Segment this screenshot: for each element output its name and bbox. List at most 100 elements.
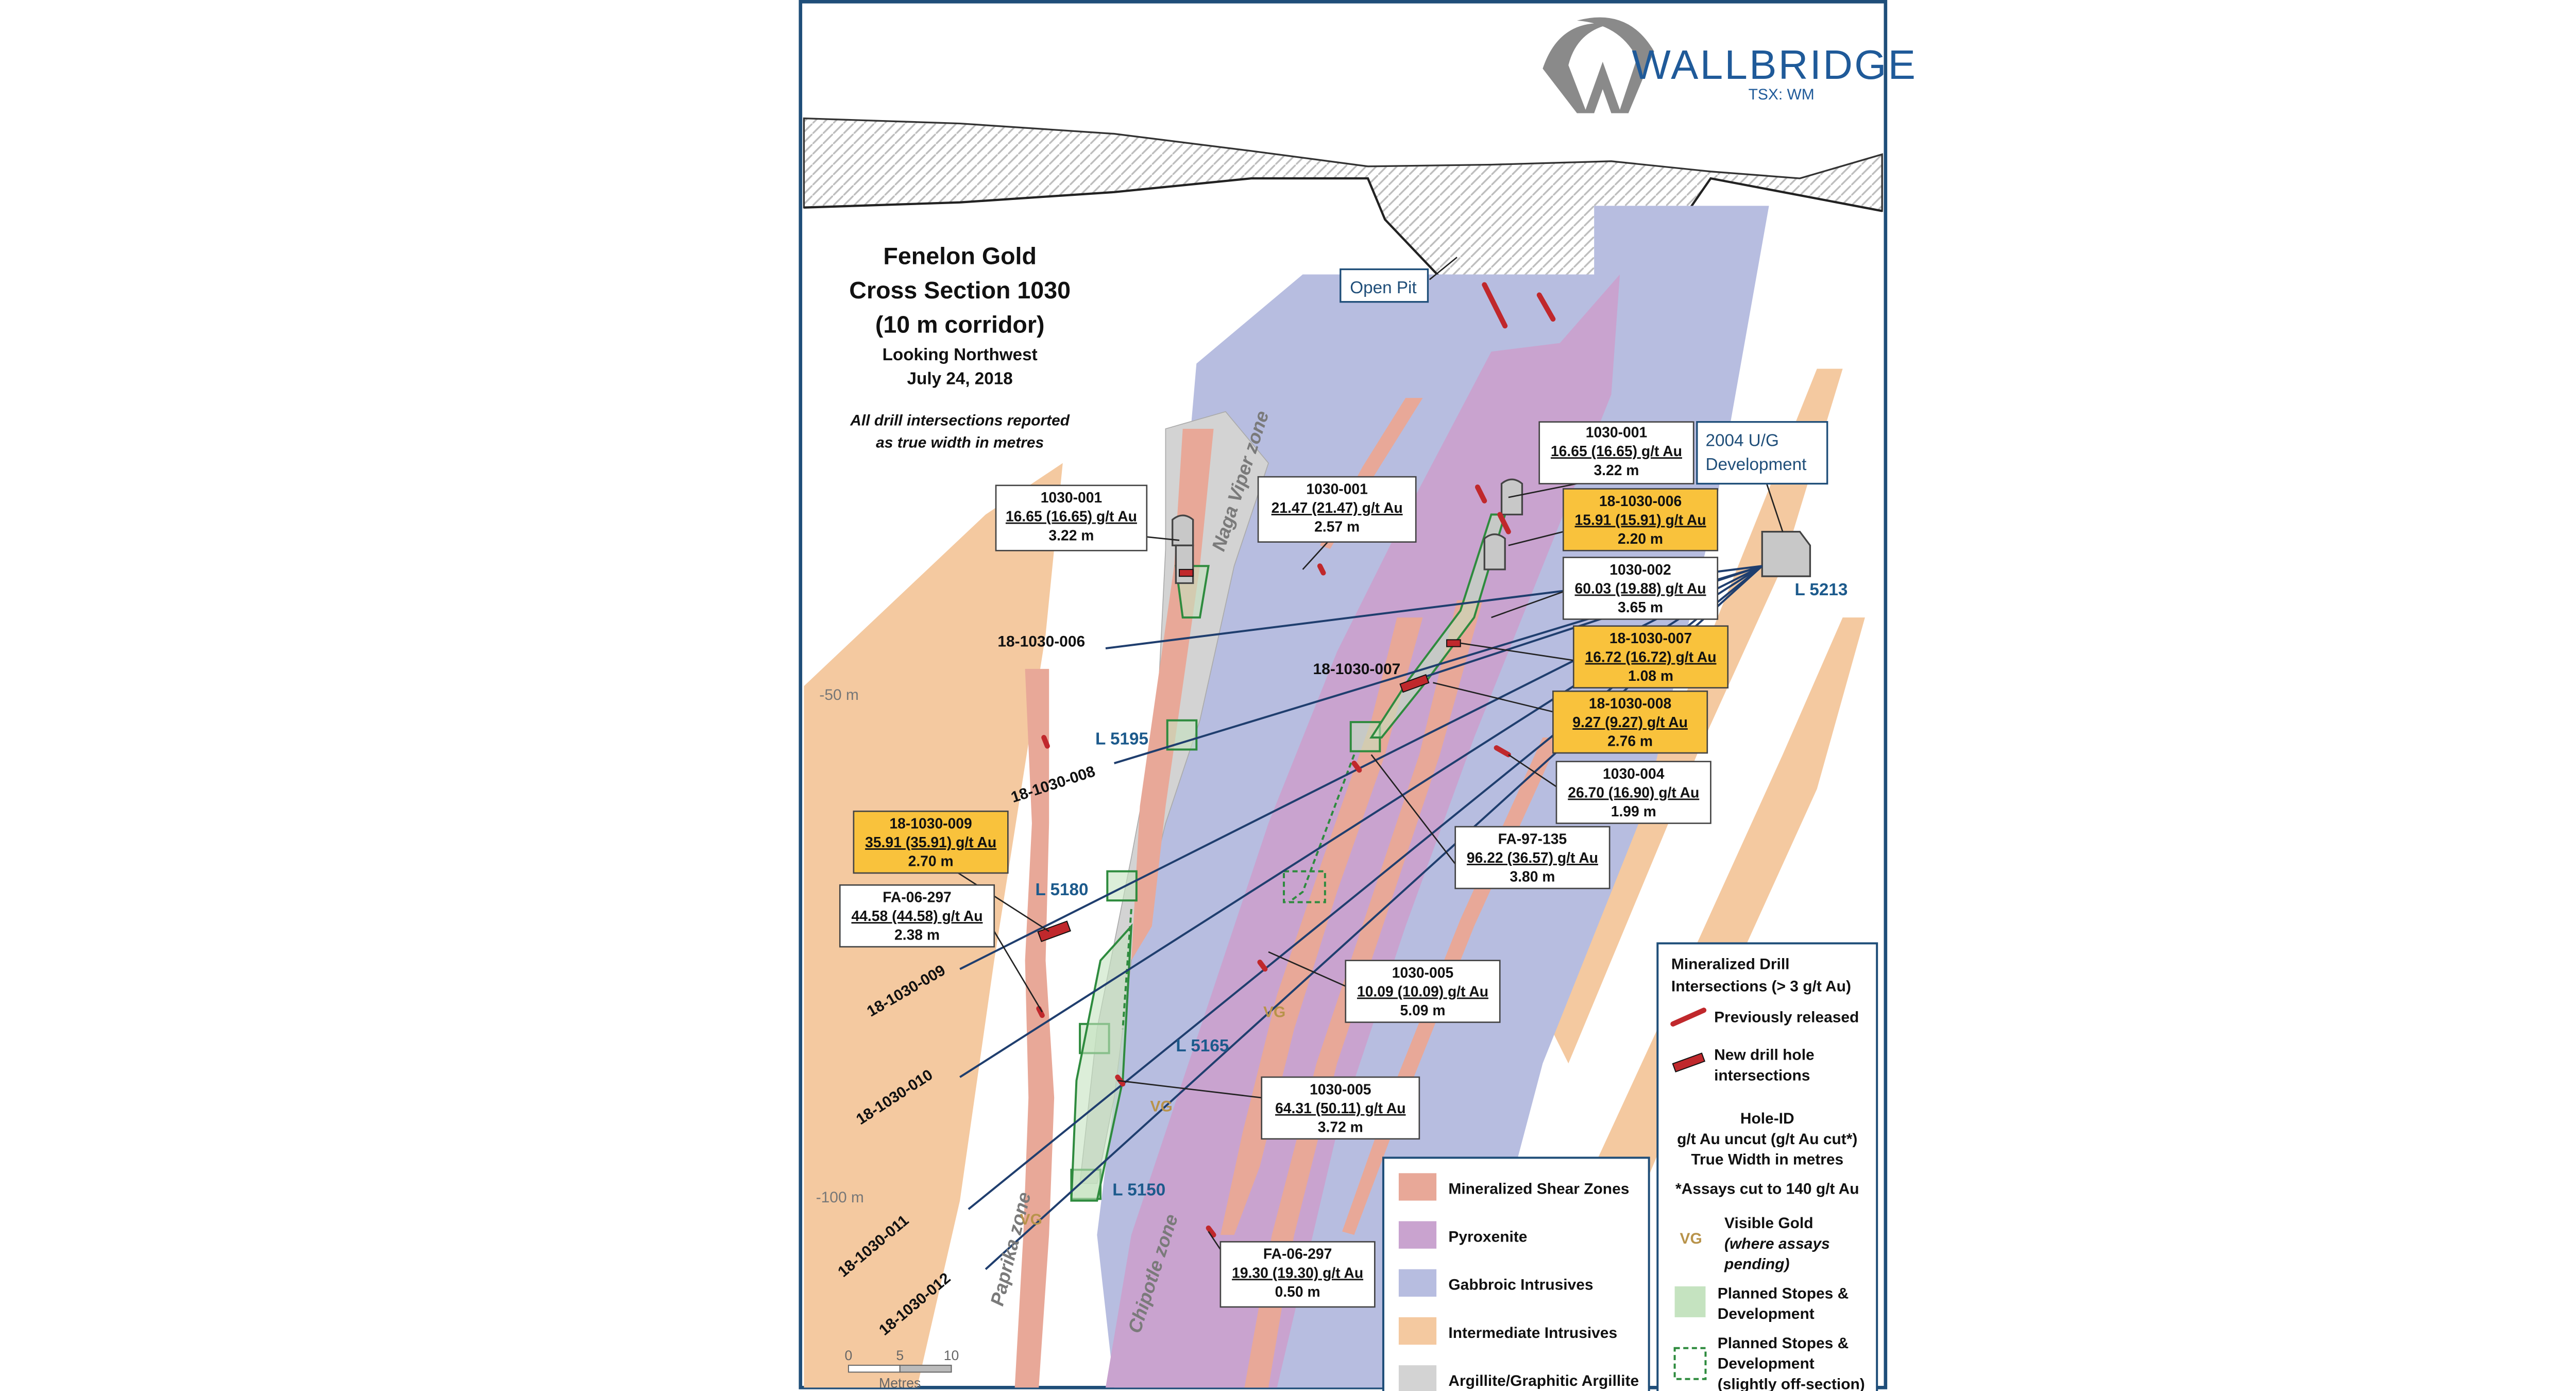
drill-legend-key1: Hole-ID xyxy=(1740,1110,1794,1127)
depth-50: -50 m xyxy=(819,686,859,703)
callout-width: 2.76 m xyxy=(1607,733,1653,749)
callout-box xyxy=(1261,1076,1420,1140)
callout-width: 2.20 m xyxy=(1618,530,1663,547)
drill-legend-prev: Previously released xyxy=(1714,1009,1859,1026)
callout-box xyxy=(839,884,995,948)
offsection-stopes-icon xyxy=(1673,1347,1707,1380)
callout-box xyxy=(1555,761,1711,824)
callout-grade: 16.72 (16.72) g/t Au xyxy=(1585,649,1717,665)
callout-width: 2.57 m xyxy=(1314,518,1360,535)
callout-id: 18-1030-007 xyxy=(1609,630,1692,646)
leader-4 xyxy=(1508,531,1564,546)
drill-legend-vg-note1: (where assays xyxy=(1724,1235,1830,1252)
vg-marker-2: VG xyxy=(1150,1098,1172,1115)
callout-width: 1.99 m xyxy=(1611,803,1656,819)
leader-ug xyxy=(1765,480,1784,532)
legend-shear: Mineralized Shear Zones xyxy=(1448,1180,1629,1197)
callout-width: 3.80 m xyxy=(1510,868,1555,885)
callout-id: 18-1030-006 xyxy=(1599,493,1682,509)
legend-argillite: Argillite/Graphitic Argillite xyxy=(1448,1372,1639,1389)
stope-offsection-ramp-2 xyxy=(1122,909,1132,1029)
callout-10: 18-1030-009 35.91 (35.91) g/t Au 2.70 m xyxy=(853,810,1009,874)
scale-bar-white xyxy=(848,1365,901,1373)
callout-grade: 96.22 (36.57) g/t Au xyxy=(1467,849,1598,866)
intersections-previous xyxy=(1036,282,1556,1238)
prev-int-4 xyxy=(1497,512,1511,534)
drill-legend-offsec2: Development xyxy=(1718,1355,1815,1372)
shaft-east-2 xyxy=(1483,533,1506,571)
prev-int-7 xyxy=(1036,1005,1045,1018)
vg-legend-icon: VG xyxy=(1680,1230,1702,1247)
callout-id: 1030-002 xyxy=(1609,561,1671,578)
lithology-legend: Mineralized Shear Zones Pyroxenite Gabbr… xyxy=(1382,1157,1650,1391)
intersections-new xyxy=(1037,568,1461,943)
ug-dev-box xyxy=(1696,421,1828,485)
prev-int-10 xyxy=(1206,1225,1216,1238)
prev-int-12 xyxy=(1351,760,1362,773)
scale-unit: Metres xyxy=(879,1375,921,1390)
callout-width: 2.70 m xyxy=(908,853,954,869)
legend-gabbro: Gabbroic Intrusives xyxy=(1448,1277,1593,1294)
callout-box xyxy=(1345,960,1501,1023)
callout-grade: 64.31 (50.11) g/t Au xyxy=(1275,1100,1405,1116)
level-5195: L 5195 xyxy=(1095,729,1148,748)
callout-width: 3.72 m xyxy=(1318,1118,1363,1135)
callout-grade: 19.30 (19.30) g/t Au xyxy=(1232,1264,1363,1281)
scale-tick-5: 5 xyxy=(896,1348,904,1363)
title-line5: July 24, 2018 xyxy=(907,369,1013,388)
leader-7 xyxy=(1433,682,1553,713)
callout-box xyxy=(995,484,1148,551)
prev-released-icon xyxy=(1670,1008,1707,1027)
leader-5 xyxy=(1491,591,1564,618)
callout-13: 1030-005 64.31 (50.11) g/t Au 3.72 m xyxy=(1261,1076,1420,1140)
level-5213: L 5213 xyxy=(1794,580,1848,599)
swatch-shear xyxy=(1398,1173,1437,1201)
drill-legend-new1: New drill hole xyxy=(1714,1047,1815,1064)
swatch-argillite xyxy=(1398,1365,1437,1391)
note-line2: as true width in metres xyxy=(876,434,1044,451)
drill-legend-offsec3: (slightly off-section) xyxy=(1718,1376,1865,1391)
hole-007: 18-1030-007 xyxy=(1313,661,1401,678)
drill-legend-vg: Visible Gold xyxy=(1724,1215,1813,1232)
title-line4: Looking Northwest xyxy=(883,345,1038,364)
shaft-west-2 xyxy=(1175,544,1194,584)
callout-id: FA-06-297 xyxy=(883,889,952,906)
drill-legend-offsec1: Planned Stopes & xyxy=(1718,1335,1849,1352)
hole-006: 18-1030-006 xyxy=(997,633,1085,650)
callout-width: 1.08 m xyxy=(1628,667,1673,684)
drill-legend-new2: intersections xyxy=(1714,1067,1810,1084)
logo-name: WALLBRIDGE xyxy=(1632,42,1917,88)
leader-6 xyxy=(1460,642,1574,661)
title-block: Fenelon Gold Cross Section 1030 (10 m co… xyxy=(849,243,1071,451)
shaft-west xyxy=(1172,514,1194,546)
shafts xyxy=(1172,478,1811,584)
callout-id: 1030-001 xyxy=(1306,480,1367,497)
legend-intermediate: Intermediate Intrusives xyxy=(1448,1325,1617,1342)
callout-grade: 60.03 (19.88) g/t Au xyxy=(1575,580,1706,596)
level-5165: L 5165 xyxy=(1176,1036,1229,1055)
new-intersection-icon xyxy=(1672,1052,1706,1072)
stope-ramp-west xyxy=(1070,923,1133,1202)
prev-int-3 xyxy=(1475,484,1487,504)
prev-int-9 xyxy=(1257,960,1268,972)
stope-offsection-1 xyxy=(1282,870,1326,903)
callout-7: 18-1030-008 9.27 (9.27) g/t Au 2.76 m xyxy=(1552,690,1708,754)
planned-stopes-icon xyxy=(1674,1286,1706,1317)
callout-id: 1030-001 xyxy=(1586,424,1647,441)
drill-legend-stopes2: Development xyxy=(1718,1305,1815,1322)
callout-width: 3.65 m xyxy=(1618,599,1663,615)
callout-width: 2.38 m xyxy=(894,927,940,943)
leader-11 xyxy=(993,931,1043,1013)
callout-width: 3.22 m xyxy=(1048,527,1094,543)
drill-legend-stopes1: Planned Stopes & xyxy=(1718,1285,1849,1302)
depth-100: -100 m xyxy=(816,1189,864,1206)
legend-pyroxenite: Pyroxenite xyxy=(1448,1228,1527,1245)
callout-grade: 16.65 (16.65) g/t Au xyxy=(1551,443,1682,459)
callouts: 1030-001 16.65 (16.65) g/t Au 3.22 m 103… xyxy=(839,421,1729,1308)
ug-dev-line1: 2004 U/G xyxy=(1705,431,1778,450)
level-5180: L 5180 xyxy=(1036,880,1089,899)
title-line2: Cross Section 1030 xyxy=(849,277,1071,304)
new-int-008 xyxy=(1399,674,1430,693)
callout-12: 1030-005 10.09 (10.09) g/t Au 5.09 m xyxy=(1345,960,1501,1023)
callout-grade: 16.65 (16.65) g/t Au xyxy=(1006,508,1137,525)
